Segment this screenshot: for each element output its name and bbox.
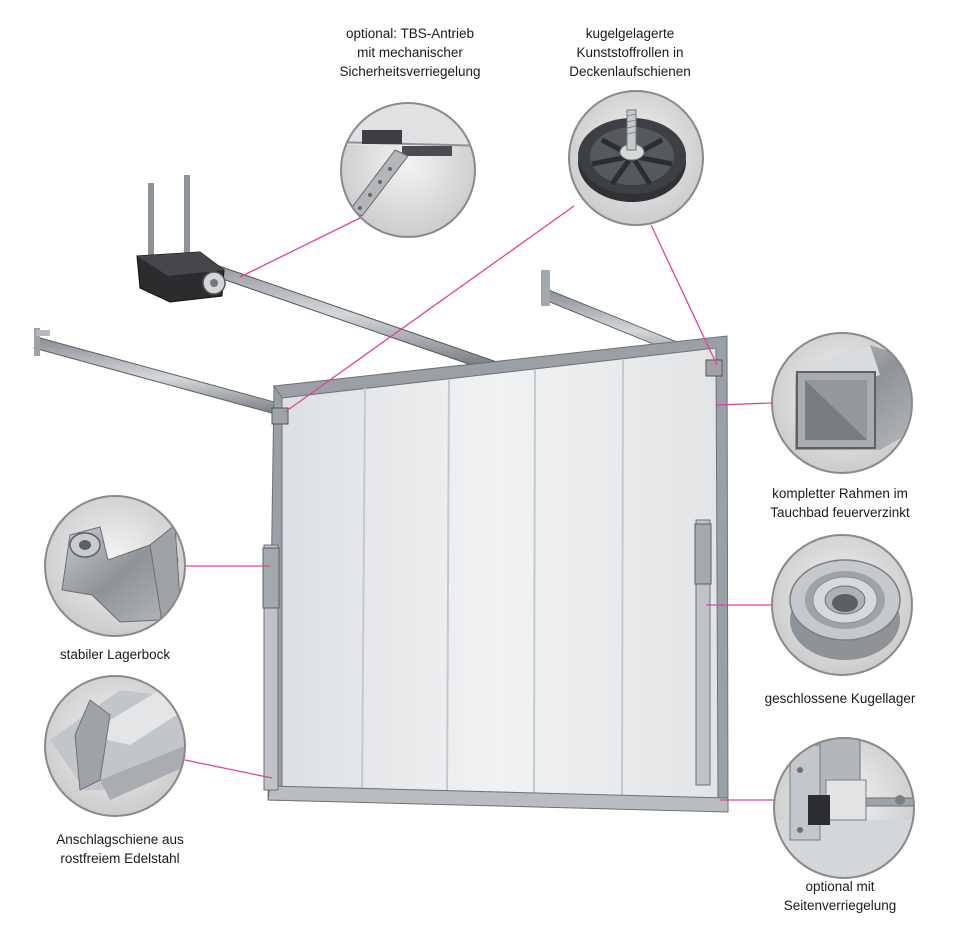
drive-latch-detail-icon — [340, 102, 476, 238]
callout-label-side-lock: optional mit Seitenverriegelung — [783, 879, 897, 913]
callout-label-tbs-drive: optional: TBS-Antrieb mit mechanischer S… — [339, 26, 481, 79]
bearing-bracket-icon — [44, 495, 186, 637]
drive-unit — [136, 251, 226, 303]
hanger-left — [148, 183, 154, 255]
square-tube-icon — [771, 332, 913, 474]
callout-label-rollers: kugelgelagerte Kunststoffrollen in Decke… — [569, 26, 691, 79]
door-panel — [262, 335, 729, 813]
callout-label-bearing-bracket: stabiler Lagerbock — [59, 647, 171, 662]
leader-lines — [184, 205, 774, 801]
hanger-right — [184, 175, 190, 255]
ball-bearing-icon — [771, 534, 913, 676]
stainless-rail-icon — [44, 675, 186, 817]
drive-rail — [184, 255, 498, 373]
plastic-roller-icon — [568, 90, 704, 226]
callout-label-stop-rail: Anschlagschiene aus rostfreiem Edelstahl — [56, 832, 184, 866]
door-assembly — [33, 175, 729, 813]
left-ceiling-rail — [33, 328, 297, 419]
side-lock-icon — [773, 737, 915, 879]
callout-label-ball-bearing: geschlossene Kugellager — [764, 691, 916, 706]
callout-label-frame: kompletter Rahmen im Tauchbad feuerverzi… — [770, 486, 910, 520]
